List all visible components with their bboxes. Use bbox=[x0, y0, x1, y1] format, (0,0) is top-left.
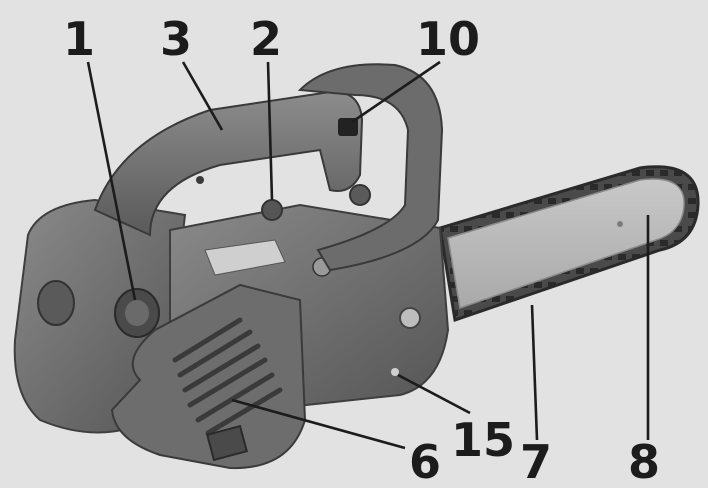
guide-bar bbox=[447, 178, 685, 309]
tensioner-screw bbox=[391, 368, 399, 376]
rear-hand-guard bbox=[297, 63, 444, 272]
cylinder-cover bbox=[110, 283, 307, 470]
leader-lines bbox=[86, 60, 650, 450]
fuel-cap bbox=[37, 280, 75, 326]
leader-10 bbox=[351, 60, 441, 124]
bar-rivet bbox=[617, 221, 623, 227]
callout-3: 3 bbox=[160, 12, 192, 66]
callouts: 1 3 2 10 15 6 7 8 bbox=[63, 12, 660, 488]
bar-nut bbox=[399, 307, 421, 329]
throttle-lockout bbox=[261, 199, 283, 221]
leader-6 bbox=[231, 398, 406, 450]
callout-2: 2 bbox=[250, 12, 282, 66]
top-handle bbox=[93, 63, 444, 272]
leader-15 bbox=[397, 373, 471, 415]
leader-1 bbox=[86, 61, 137, 301]
callout-1: 1 bbox=[63, 12, 95, 66]
callout-7: 7 bbox=[520, 435, 552, 488]
leader-3 bbox=[181, 61, 224, 131]
leader-7 bbox=[530, 304, 539, 441]
callout-6: 6 bbox=[409, 435, 441, 488]
callout-15: 15 bbox=[451, 413, 515, 467]
callout-8: 8 bbox=[628, 435, 660, 488]
leader-2 bbox=[266, 61, 274, 201]
callout-10: 10 bbox=[416, 12, 480, 66]
guide-bar-group bbox=[438, 165, 700, 322]
